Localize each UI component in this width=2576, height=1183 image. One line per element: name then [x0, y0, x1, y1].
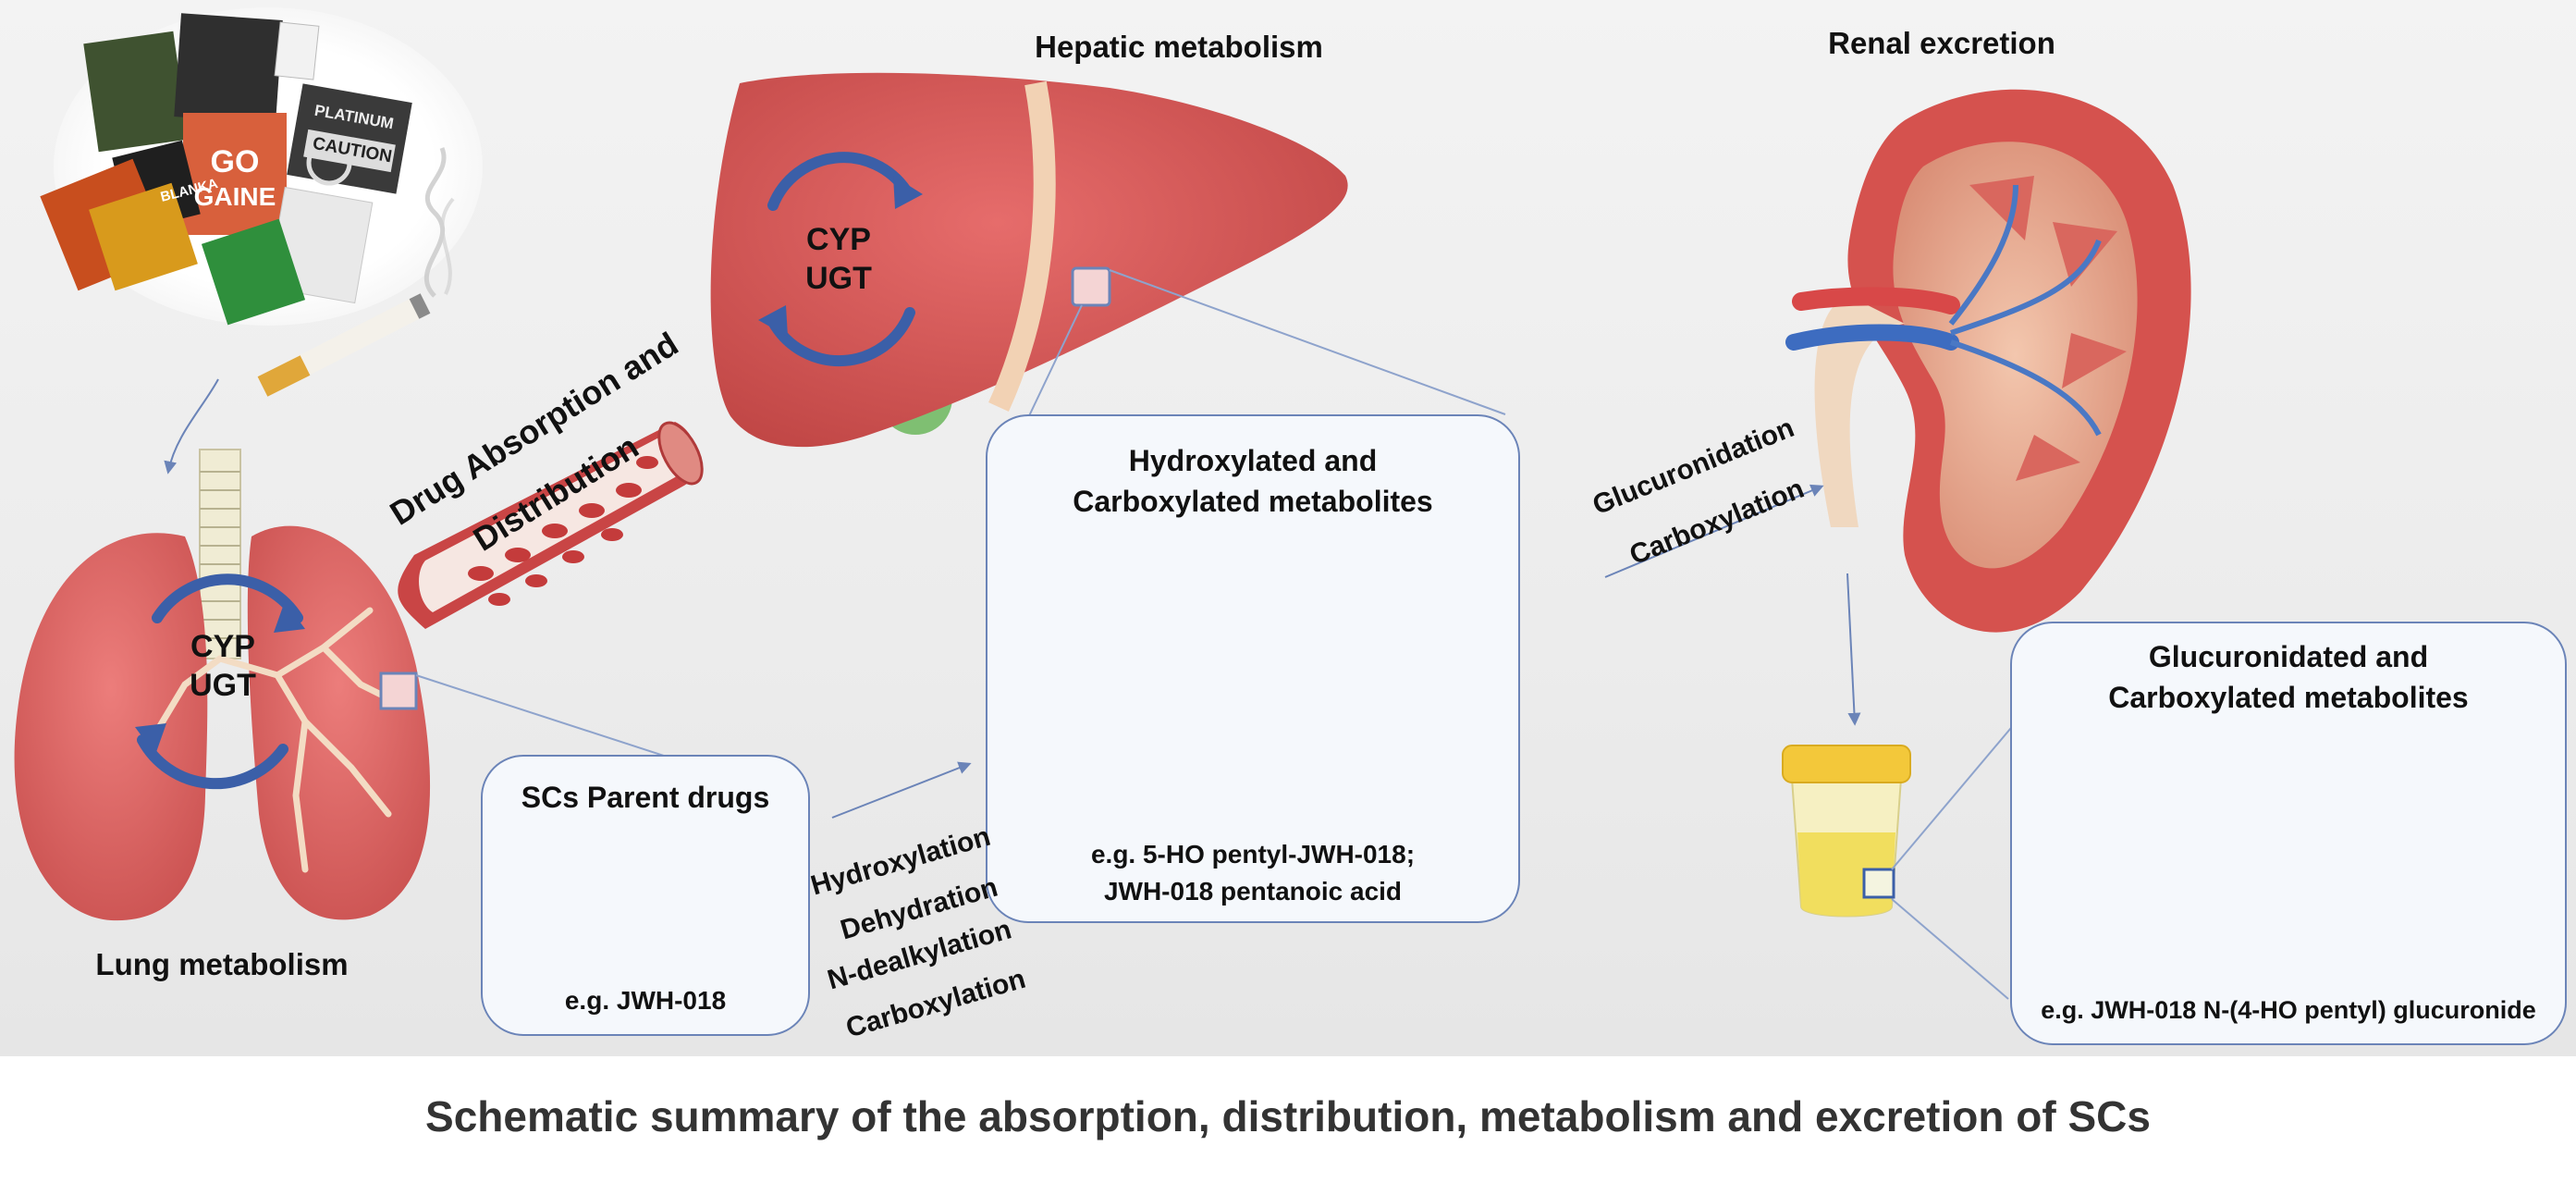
urine-zoom-square [1862, 868, 1895, 899]
lung-enzymes: CYP UGT [181, 627, 264, 705]
box-renal-title-line2: Carboxylated metabolites [2108, 681, 2469, 714]
kidney-illustration [1785, 89, 2191, 633]
liver-enzymes: CYP UGT [797, 220, 880, 298]
liver-zoom-square [1071, 266, 1111, 307]
liver-illustration [710, 72, 1348, 448]
lung-enzyme-ugt: UGT [190, 668, 256, 703]
zoom-connectors [415, 269, 2031, 1000]
box-hepatic-title-line2: Carboxylated metabolites [1073, 485, 1433, 518]
box-hepatic-example-line2: JWH-018 pentanoic acid [1103, 877, 1403, 906]
box-parent-example: e.g. JWH-018 [564, 986, 727, 1015]
box-hepatic-metabolites: Hydroxylated and Carboxylated metabolite… [986, 414, 1520, 923]
label-hepatic-metabolism: Hepatic metabolism [1035, 30, 1323, 64]
box-parent-title: SCs Parent drugs [521, 781, 770, 814]
arrow-excretion [1846, 573, 1861, 726]
label-lung-metabolism: Lung metabolism [95, 947, 349, 981]
arrow-intake [164, 378, 219, 474]
box-renal-metabolites: Glucuronidated and Carboxylated metaboli… [2010, 622, 2567, 1045]
figure-caption: Schematic summary of the absorption, dis… [425, 1092, 2151, 1140]
package-text-go: GO [211, 144, 260, 179]
urine-sample-cup [1782, 745, 1911, 918]
box-hepatic-example-line1: e.g. 5-HO pentyl-JWH-018; [1090, 840, 1416, 869]
blood-vessel-illustration [398, 421, 704, 629]
box-renal-title-line1: Glucuronidated and [2148, 640, 2429, 673]
cigarette-image [257, 147, 455, 397]
box-parent-drugs: SCs Parent drugs e.g. JWH-018 [481, 755, 810, 1036]
product-packaging-image: BLANKA GO GAINE PLATINUM CAUTION [40, 7, 483, 326]
box-renal-example: e.g. JWH-018 N-(4-HO pentyl) glucuronide [2041, 996, 2536, 1024]
arrow-phase2 [1604, 484, 1824, 578]
box-hepatic-title-line1: Hydroxylated and [1128, 444, 1378, 477]
label-renal-excretion: Renal excretion [1828, 26, 2055, 60]
liver-enzyme-ugt: UGT [805, 261, 872, 296]
arrow-phase1 [831, 761, 972, 819]
lungs-illustration [14, 449, 431, 921]
package-text-gaine: GAINE [194, 182, 276, 211]
liver-enzyme-cyp: CYP [806, 222, 871, 257]
lung-zoom-square [379, 672, 418, 710]
lung-enzyme-cyp: CYP [190, 629, 255, 664]
